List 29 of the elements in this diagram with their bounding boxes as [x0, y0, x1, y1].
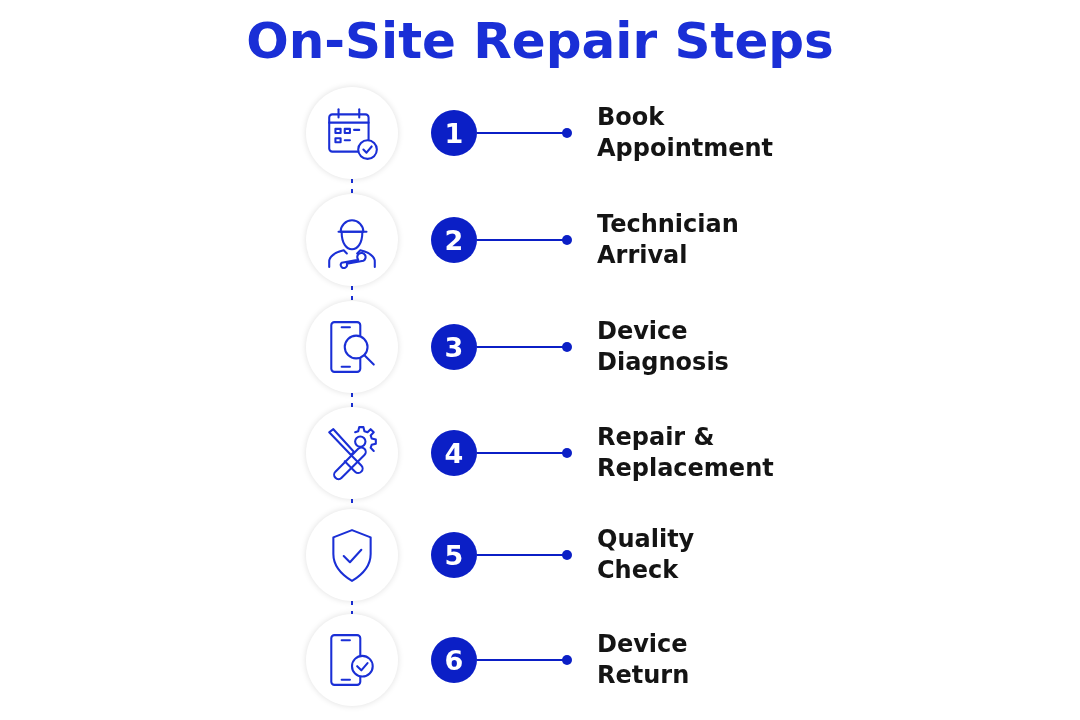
- icon-circle: [306, 194, 398, 286]
- connector-line: [476, 655, 572, 665]
- dotted-connector: [351, 392, 353, 408]
- connector-line: [476, 235, 572, 245]
- step-label: Device Return: [597, 629, 777, 691]
- step-number: 4: [431, 430, 477, 476]
- connector-line: [476, 342, 572, 352]
- connector-line: [476, 448, 572, 458]
- icon-circle: [306, 301, 398, 393]
- icon-circle: [306, 87, 398, 179]
- step-label: Quality Check: [597, 524, 727, 586]
- step-number: 5: [431, 532, 477, 578]
- connector-line: [476, 550, 572, 560]
- icon-circle: [306, 509, 398, 601]
- step-label: Device Diagnosis: [597, 316, 777, 378]
- step-number: 6: [431, 637, 477, 683]
- step-label: Repair & Replacement: [597, 422, 777, 484]
- dotted-connector: [351, 178, 353, 195]
- icon-circle: [306, 407, 398, 499]
- step-number: 1: [431, 110, 477, 156]
- dotted-connector: [351, 285, 353, 302]
- step-number: 2: [431, 217, 477, 263]
- icon-circle: [306, 614, 398, 706]
- connector-line: [476, 128, 572, 138]
- title: On-Site Repair Steps: [245, 11, 835, 72]
- step-label: Technician Arrival: [597, 209, 777, 271]
- step-label: Book Appointment: [597, 102, 777, 164]
- step-number: 3: [431, 324, 477, 370]
- dotted-connector: [351, 600, 353, 615]
